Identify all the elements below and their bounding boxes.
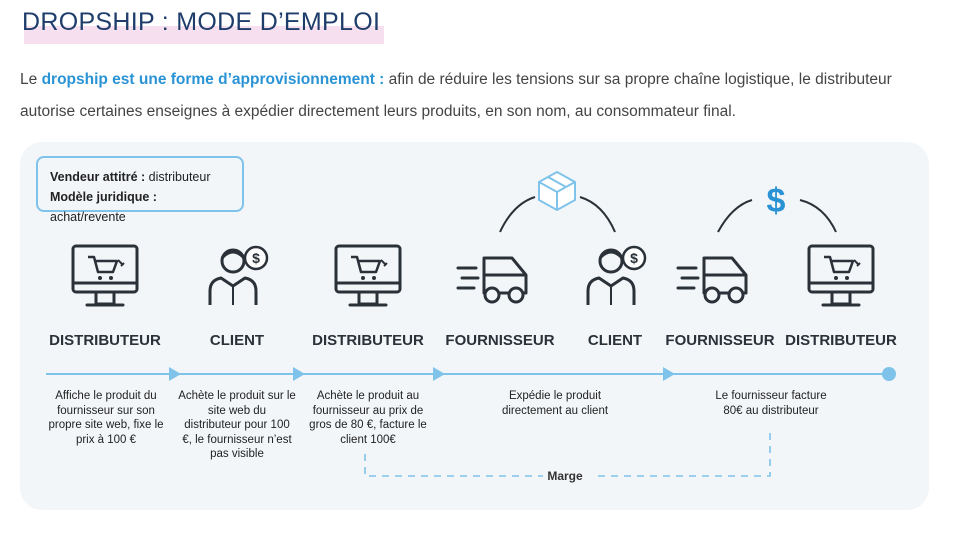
actor-label-fournisseur: FOURNISSEUR [665, 332, 775, 349]
intro-lead: Le [20, 71, 38, 88]
step-description: Affiche le produit du fournisseur sur so… [48, 390, 164, 446]
intro-highlight: dropship est une forme d’approvisionneme… [41, 71, 385, 88]
step-description: Le fournisseur facture 80€ au distribute… [715, 390, 827, 417]
page-title: DROPSHIP : MODE D’EMPLOI [22, 8, 381, 36]
delivery-truck-icon [456, 256, 528, 304]
computer-cart-icon [334, 244, 402, 307]
arc-left-dollar [717, 199, 753, 233]
computer-cart-icon [71, 244, 139, 307]
computer-cart-icon [807, 244, 875, 307]
package-box-icon [538, 171, 576, 211]
timeline-arrow [433, 367, 445, 381]
arc-right-package [579, 196, 616, 233]
actor-label-client: CLIENT [209, 332, 265, 349]
intro-paragraph: Le dropship est une forme d’approvisionn… [20, 64, 940, 128]
info-line-legal: Modèle juridique : achat/revente [50, 187, 230, 227]
step-description: Achète le produit sur le site web du dis… [178, 390, 296, 460]
info-seller-key: Vendeur attitré : [50, 170, 146, 184]
actor-label-fournisseur: FOURNISSEUR [445, 332, 555, 349]
delivery-truck-icon [676, 256, 748, 304]
intro-rest: afin de réduire les tensions sur sa prop… [20, 71, 892, 120]
title-highlight [24, 26, 384, 44]
timeline-arrow [663, 367, 675, 381]
actor-label-client: CLIENT [587, 332, 643, 349]
info-seller-value: distributeur [148, 170, 211, 184]
step-description: Expédie le produit directement au client [501, 390, 609, 417]
actor-label-distributeur: DISTRIBUTEUR [312, 332, 424, 349]
timeline-arrow [293, 367, 305, 381]
timeline-end-dot [882, 367, 896, 381]
step-description: Achète le produit au fournisseur au prix… [309, 390, 427, 446]
person-dollar-icon [586, 245, 647, 307]
dollar-sign-icon: $ [767, 182, 786, 220]
timeline-arrow [169, 367, 181, 381]
margin-label: Marge [547, 469, 583, 483]
info-box: Vendeur attitré : distributeur Modèle ju… [36, 156, 244, 224]
info-legal-key: Modèle juridique : [50, 190, 157, 204]
arc-left-package [499, 196, 536, 233]
margin-bracket [364, 430, 771, 477]
title-block: DROPSHIP : MODE D’EMPLOI [22, 8, 384, 44]
actor-label-distributeur: DISTRIBUTEUR [785, 332, 897, 349]
arc-right-dollar [799, 199, 837, 233]
actor-label-distributeur: DISTRIBUTEUR [49, 332, 161, 349]
info-line-seller: Vendeur attitré : distributeur [50, 167, 230, 187]
info-legal-value: achat/revente [50, 210, 126, 224]
person-dollar-icon [208, 245, 269, 307]
